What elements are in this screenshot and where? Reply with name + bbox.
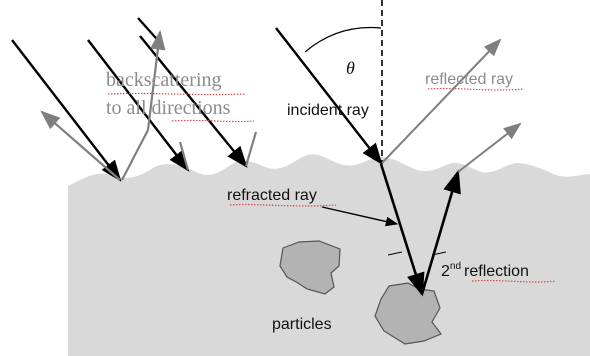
particle-shape (279, 240, 341, 295)
second-reflection-superscript: nd (450, 261, 461, 272)
second-reflection-word: reflection (464, 263, 529, 280)
theta-label: θ (346, 58, 355, 78)
backscattering-label-line2: to all directions (106, 97, 231, 119)
incident-ray-backscatter (11, 39, 122, 182)
incident-ray-label: incident ray (287, 102, 369, 119)
incident-ray-backscatter (87, 39, 190, 172)
angle-tick (431, 251, 447, 256)
second-reflection-escape (457, 122, 522, 173)
directions-underline (171, 119, 255, 123)
backscatter-ray (121, 129, 149, 181)
reflected-ray-label: reflected ray (425, 71, 513, 88)
refracted-ray-pointer (321, 206, 399, 227)
backscattering-label-line1: backscattering (106, 69, 222, 91)
refracted-ray-label: refracted ray (227, 187, 317, 204)
second-reflection-number: 2 (441, 263, 450, 280)
backscatter-ray (244, 131, 258, 167)
reflected-ray (381, 38, 502, 164)
incident-ray (275, 27, 383, 165)
refracted-underline (229, 203, 337, 207)
refracted-ray (379, 163, 425, 297)
backscatter-ray (178, 141, 190, 171)
backscatter-ray (146, 29, 166, 131)
reflected-underline (427, 87, 525, 91)
backscatter-ray (40, 110, 121, 181)
second-reflection-ray (420, 169, 461, 295)
backscattering-underline (107, 92, 247, 96)
particles-label: particles (272, 316, 332, 333)
second-reflection-underline (471, 279, 557, 283)
angle-arc (304, 26, 382, 53)
angle-tick (387, 251, 403, 256)
